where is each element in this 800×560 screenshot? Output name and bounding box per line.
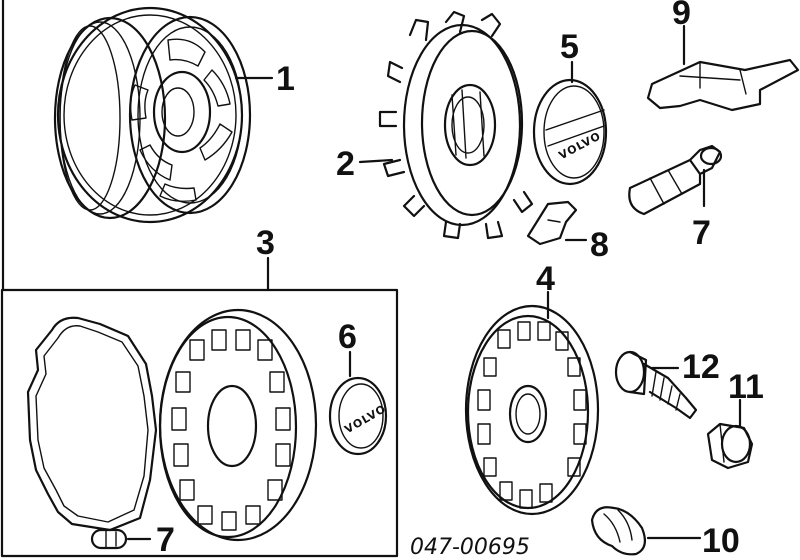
callout-11: 11	[728, 368, 764, 406]
callout-7-lower: 7	[156, 521, 175, 559]
callout-1: 1	[276, 60, 295, 98]
callout-4: 4	[536, 260, 555, 298]
callout-2: 2	[336, 145, 355, 183]
valve-stem-upper	[628, 144, 723, 216]
center-cap: VOLVO	[532, 78, 608, 186]
callout-10: 10	[702, 522, 740, 560]
callout-7-upper: 7	[692, 214, 711, 252]
lug-nut	[706, 422, 754, 470]
steel-wheel-rim	[53, 6, 252, 224]
hubcap-clip-ring	[378, 10, 534, 240]
valve-stem-lower	[90, 528, 128, 550]
callout-6: 6	[338, 318, 357, 356]
valve-dust-cap	[590, 506, 647, 556]
hubcap-kit-box	[0, 288, 399, 558]
insert-logo: VOLVO	[342, 402, 388, 436]
hubcap	[464, 304, 600, 516]
balance-weight-clip	[646, 58, 800, 112]
retaining-ring	[26, 316, 158, 532]
callout-5: 5	[560, 28, 579, 66]
leader-2	[358, 158, 394, 164]
reference-code: 047-00695	[410, 535, 530, 560]
callout-9: 9	[672, 0, 691, 32]
hubcap-in-kit	[158, 308, 318, 542]
callout-3: 3	[256, 224, 275, 262]
hubcap-insert: VOLVO	[328, 376, 389, 456]
wheel-stud	[614, 350, 698, 420]
callout-12: 12	[682, 348, 720, 386]
callout-8: 8	[590, 226, 609, 264]
balance-weight	[526, 200, 578, 246]
